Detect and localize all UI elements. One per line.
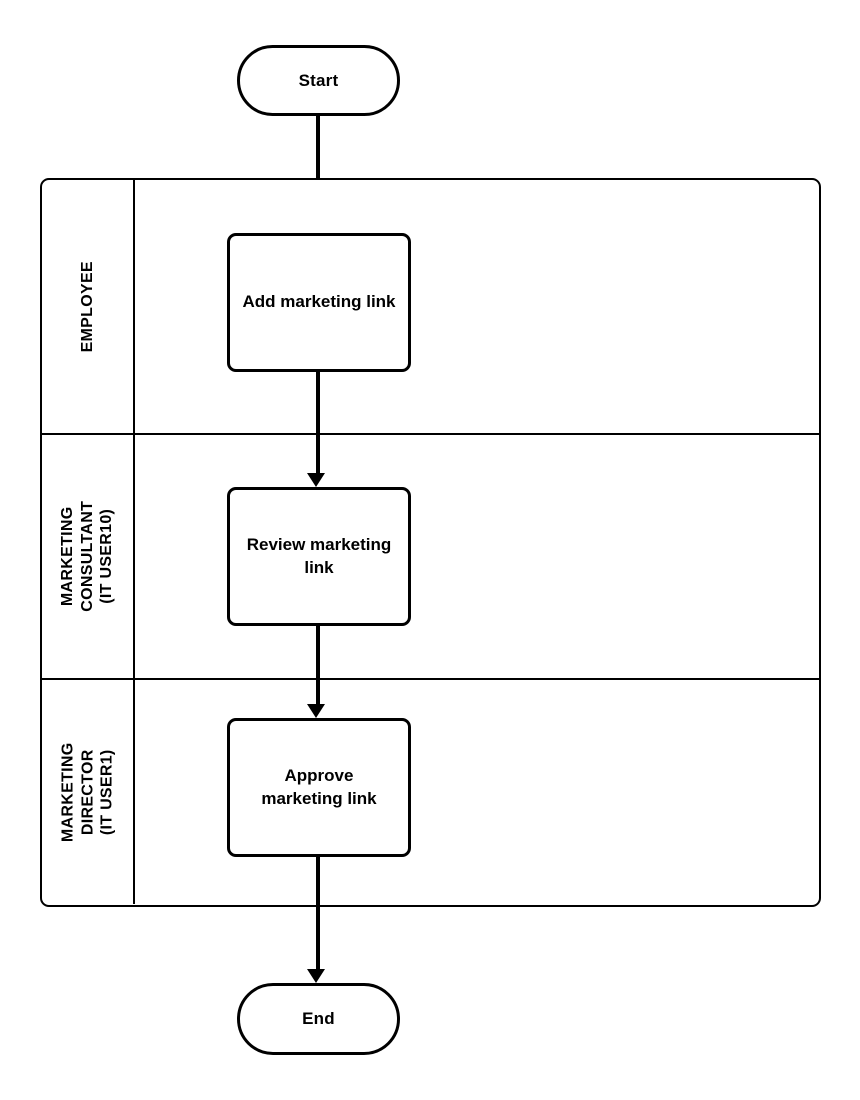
swimlane-label-line: CONSULTANT xyxy=(78,501,96,612)
process-node-approve-marketing-link[interactable]: Approve marketing link xyxy=(227,718,411,857)
swimlane-label-marketing-consultant: MARKETING CONSULTANT (IT USER10) xyxy=(58,501,117,612)
connector-start-to-add-line xyxy=(316,116,320,220)
process-node-review-marketing-link[interactable]: Review marketing link xyxy=(227,487,411,626)
end-node-label: End xyxy=(302,1009,335,1029)
swimlane-label-employee: EMPLOYEE xyxy=(78,261,98,352)
swimlane-label-line: MARKETING xyxy=(59,742,77,842)
swimlane-employee: EMPLOYEE xyxy=(42,180,819,433)
swimlane-header-marketing-consultant: MARKETING CONSULTANT (IT USER10) xyxy=(42,435,135,678)
swimlane-header-marketing-director: MARKETING DIRECTOR (IT USER1) xyxy=(42,680,135,904)
swimlane-label-marketing-director: MARKETING DIRECTOR (IT USER1) xyxy=(58,742,117,842)
connector-review-to-approve-arrowhead-icon xyxy=(307,704,325,718)
swimlane-label-line: (IT USER10) xyxy=(98,509,116,604)
swimlane-marketing-consultant: MARKETING CONSULTANT (IT USER10) xyxy=(42,433,819,678)
connector-add-to-review-arrowhead-icon xyxy=(307,473,325,487)
swimlane-label-line: EMPLOYEE xyxy=(78,260,96,353)
start-node-label: Start xyxy=(298,70,339,90)
swimlane-pool: EMPLOYEE MARKETING CONSULTANT (IT USER10… xyxy=(40,178,821,907)
connector-review-to-approve-line xyxy=(316,626,320,705)
swimlane-marketing-director: MARKETING DIRECTOR (IT USER1) xyxy=(42,678,819,904)
process-node-add-marketing-link[interactable]: Add marketing link xyxy=(227,233,411,372)
process-node-label: Approve marketing link xyxy=(261,766,377,808)
process-node-label: Review marketing link xyxy=(246,535,392,577)
process-node-label: Add marketing link xyxy=(242,292,396,312)
end-node[interactable]: End xyxy=(237,983,400,1055)
start-node[interactable]: Start xyxy=(237,45,400,116)
connector-approve-to-end-line xyxy=(316,857,320,970)
swimlane-header-employee: EMPLOYEE xyxy=(42,180,135,433)
connector-approve-to-end-arrowhead-icon xyxy=(307,969,325,983)
swimlane-label-line: DIRECTOR xyxy=(78,749,96,835)
swimlane-label-line: MARKETING xyxy=(59,506,77,607)
connector-add-to-review-line xyxy=(316,372,320,474)
swimlane-label-line: (IT USER1) xyxy=(98,749,116,835)
